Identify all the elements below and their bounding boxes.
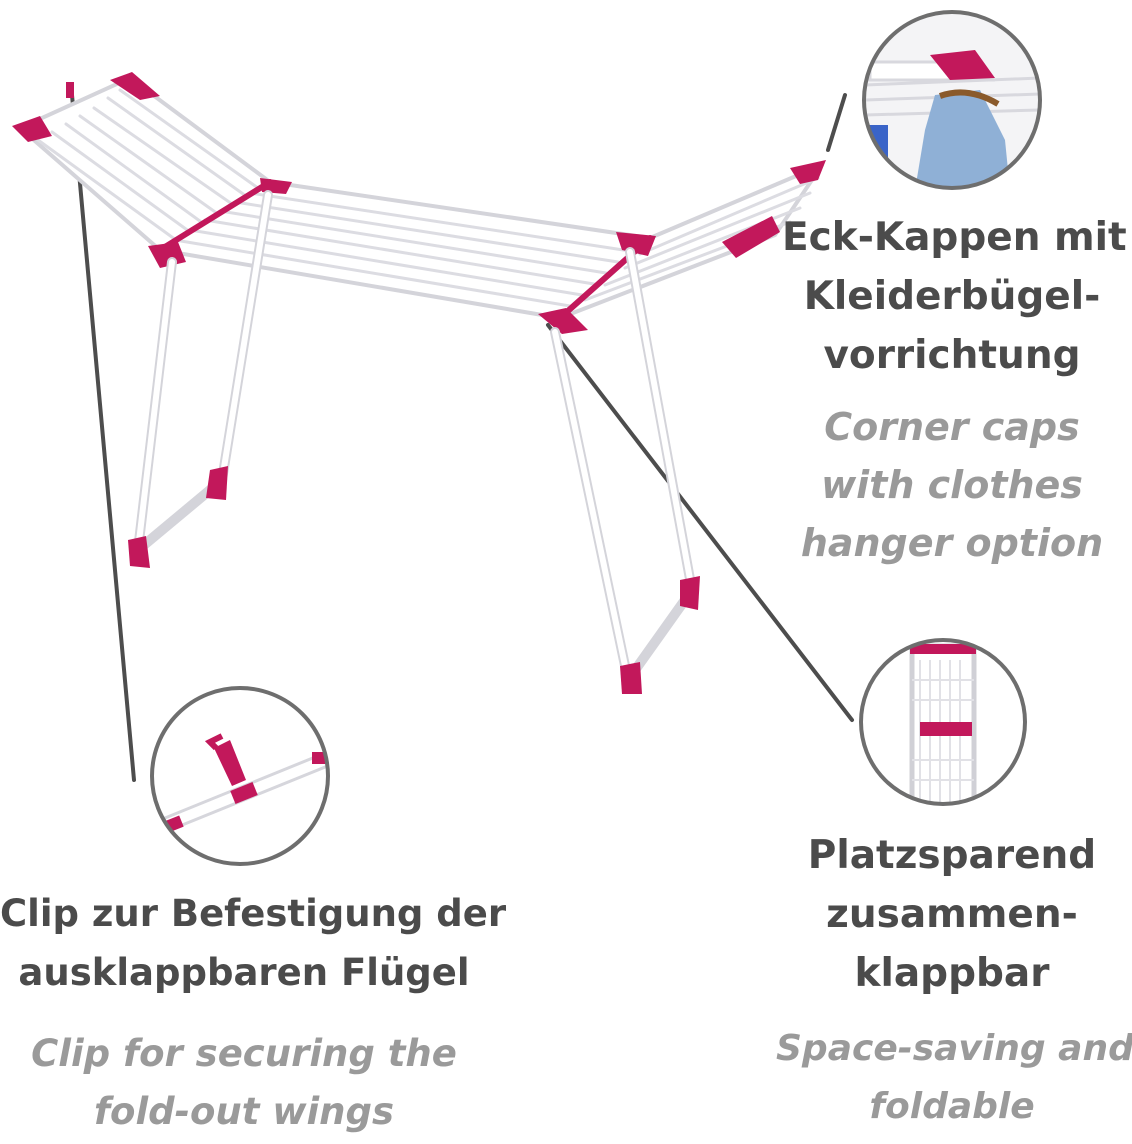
drying-rack-image [12, 72, 826, 694]
corner-caps-de-line-1: Eck-Kappen mit [782, 215, 1127, 260]
corner-caps-callout: Eck-Kappen mit Kleiderbügel- vorrichtung… [782, 208, 1127, 572]
corner-caps-de-line-3: vorrichtung [823, 333, 1081, 378]
clip-en-line-2: fold-out wings [93, 1090, 395, 1133]
clip-de-line-2: ausklappbaren Flügel [18, 951, 470, 994]
clip-de-line-1: Clip zur Befestigung der [0, 892, 507, 935]
foldable-de-line-3: klappbar [854, 951, 1050, 996]
foldable-de-line-1: Platzsparend [807, 833, 1097, 878]
foldable-de-line-2: zusammen- [826, 892, 1078, 937]
foldable-en-line-1: Space-saving and [776, 1028, 1132, 1069]
clip-callout: Clip zur Befestigung der ausklappbaren F… [0, 884, 507, 1141]
foldable-callout: Platzsparend zusammen- klappbar Space-sa… [776, 826, 1132, 1136]
corner-caps-en-line-2: with clothes [821, 463, 1083, 507]
corner-caps-en-line-3: hanger option [800, 521, 1104, 565]
leader-lines [70, 93, 854, 782]
corner-cap-detail-image [862, 10, 1042, 190]
clip-en-line-1: Clip for securing the [31, 1032, 457, 1075]
foldable-en-line-2: foldable [869, 1086, 1035, 1127]
corner-caps-en-line-1: Corner caps [824, 405, 1080, 449]
folded-rack-detail-image [859, 638, 1027, 806]
corner-caps-de-line-2: Kleiderbügel- [803, 274, 1101, 319]
wing-clip-detail-image [150, 686, 330, 866]
